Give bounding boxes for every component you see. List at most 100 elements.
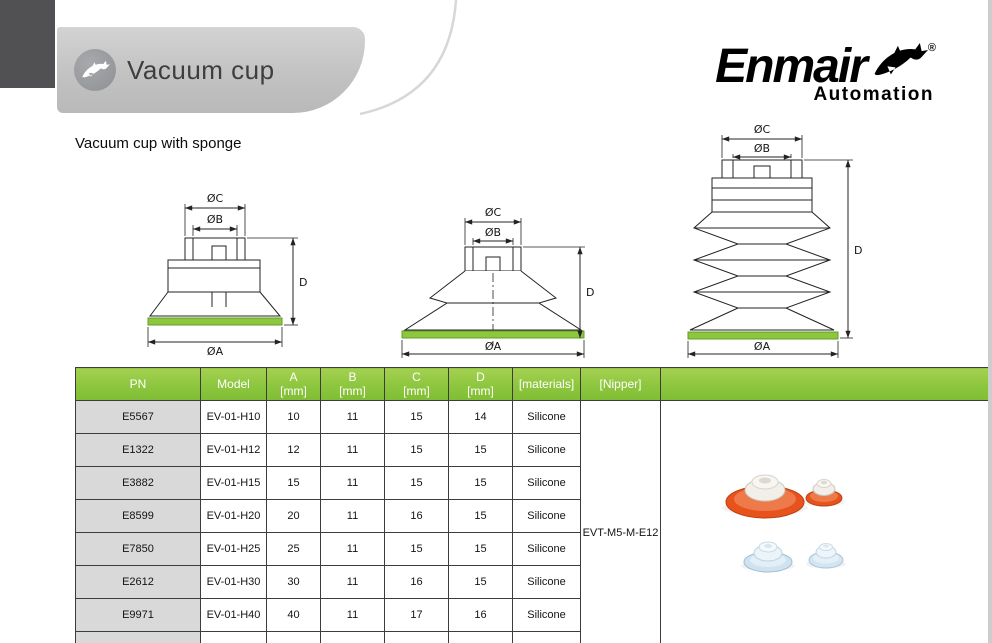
dim-b-cell: 11 [320, 466, 385, 500]
dim-d-cell [448, 631, 513, 643]
product-photo-cell [660, 400, 989, 643]
model-cell: EV-01-H15 [200, 466, 267, 500]
column-header: C[mm] [384, 367, 449, 401]
model-cell [200, 631, 267, 643]
technical-drawings: ØC ØB D ØA [147, 123, 862, 358]
model-cell: EV-01-H30 [200, 565, 267, 599]
dim-d-cell: 15 [448, 499, 513, 533]
dim-c-cell: 16 [384, 499, 449, 533]
brand-dolphin-icon [870, 40, 928, 82]
green-base-strip [147, 317, 283, 326]
dim-c-cell: 15 [384, 532, 449, 566]
dim-label-oa: ØA [485, 340, 502, 353]
dim-a-cell: 25 [266, 532, 321, 566]
cup-diagram-bellows-single: ØC ØB D ØA [401, 206, 594, 358]
dim-label-oc: ØC [754, 123, 771, 136]
dim-a-cell: 40 [266, 598, 321, 632]
material-cell: Silicone [512, 466, 581, 500]
dim-a-cell: 15 [266, 466, 321, 500]
dim-d-cell: 16 [448, 598, 513, 632]
green-base-strip [401, 330, 585, 339]
material-cell: Silicone [512, 400, 581, 434]
dim-c-cell: 17 [384, 598, 449, 632]
dim-d-cell: 15 [448, 433, 513, 467]
table-row: E9971 EV-01-H40 40 11 17 16 Silicone [75, 598, 989, 632]
page-edge [988, 0, 992, 643]
table-row-partial [75, 631, 989, 643]
column-header: A[mm] [266, 367, 321, 401]
pn-cell [75, 631, 201, 643]
dim-b-cell: 11 [320, 532, 385, 566]
registered-mark: ® [927, 42, 936, 54]
dim-a-cell [266, 631, 321, 643]
dim-a-cell: 10 [266, 400, 321, 434]
dim-d-cell: 15 [448, 466, 513, 500]
dim-label-ob: ØB [207, 213, 223, 226]
cup-photo-blue-small [808, 543, 844, 569]
table-row: E8599 EV-01-H20 20 11 16 15 Silicone [75, 499, 989, 533]
model-cell: EV-01-H12 [200, 433, 267, 467]
dim-c-cell: 16 [384, 565, 449, 599]
section-subtitle: Vacuum cup with sponge [75, 135, 242, 152]
model-cell: EV-01-H25 [200, 532, 267, 566]
cup-photo-orange-small [805, 479, 843, 507]
dim-a-cell: 30 [266, 565, 321, 599]
dim-d-cell: 14 [448, 400, 513, 434]
table-row: E5567 EV-01-H10 10 11 15 14 Silicone EVT… [75, 400, 989, 643]
dim-b-cell: 11 [320, 499, 385, 533]
dim-label-oc: ØC [207, 192, 224, 205]
dim-label-ob: ØB [754, 142, 770, 155]
dim-label-d: D [299, 276, 307, 289]
spec-table-body: E5567 EV-01-H10 10 11 15 14 Silicone EVT… [75, 400, 989, 643]
column-header: [materials] [512, 367, 581, 401]
page-title: Vacuum cup [127, 54, 275, 85]
cup-photo-orange-large [725, 474, 805, 519]
column-header: D[mm] [448, 367, 513, 401]
dim-c-cell: 15 [384, 400, 449, 434]
title-banner: Vacuum cup [57, 27, 365, 113]
dim-b-cell: 11 [320, 565, 385, 599]
material-cell: Silicone [512, 499, 581, 533]
dim-label-oa: ØA [207, 345, 224, 358]
dim-d-cell: 15 [448, 532, 513, 566]
dolphin-icon [80, 59, 110, 81]
model-cell: EV-01-H10 [200, 400, 267, 434]
material-cell [512, 631, 581, 643]
dim-b-cell: 11 [320, 433, 385, 467]
banner-swoosh-decoration [359, 0, 458, 116]
dim-label-d: D [586, 286, 594, 299]
dim-label-d: D [854, 244, 862, 257]
column-header: PN [75, 367, 201, 401]
column-header: B[mm] [320, 367, 385, 401]
model-cell: EV-01-H40 [200, 598, 267, 632]
dolphin-logo-badge [74, 49, 116, 91]
table-row: E3882 EV-01-H15 15 11 15 15 Silicone [75, 466, 989, 500]
brand-tagline: Automation [813, 83, 934, 105]
cup-diagram-bellows-triple: ØC ØB D ØA [687, 123, 862, 358]
pn-cell: E5567 [75, 400, 201, 434]
pn-cell: E7850 [75, 532, 201, 566]
cup-photo-blue-medium [743, 541, 793, 573]
material-cell: Silicone [512, 598, 581, 632]
model-cell: EV-01-H20 [200, 499, 267, 533]
pn-cell: E8599 [75, 499, 201, 533]
dim-b-cell [320, 631, 385, 643]
material-cell: Silicone [512, 565, 581, 599]
brand-logo: Enmair ® Automation [644, 40, 936, 106]
dim-a-cell: 12 [266, 433, 321, 467]
cup-diagram-flat: ØC ØB D ØA [147, 192, 307, 358]
material-cell: Silicone [512, 433, 581, 467]
brand-name: Enmair [715, 40, 868, 93]
corner-block-decoration [0, 0, 55, 88]
pn-cell: E2612 [75, 565, 201, 599]
dim-c-cell: 15 [384, 433, 449, 467]
pn-cell: E1322 [75, 433, 201, 467]
dim-label-oc: ØC [485, 206, 502, 219]
dim-label-oa: ØA [754, 340, 771, 353]
material-cell: Silicone [512, 532, 581, 566]
column-header: [Nipper] [580, 367, 661, 401]
dim-d-cell: 15 [448, 565, 513, 599]
